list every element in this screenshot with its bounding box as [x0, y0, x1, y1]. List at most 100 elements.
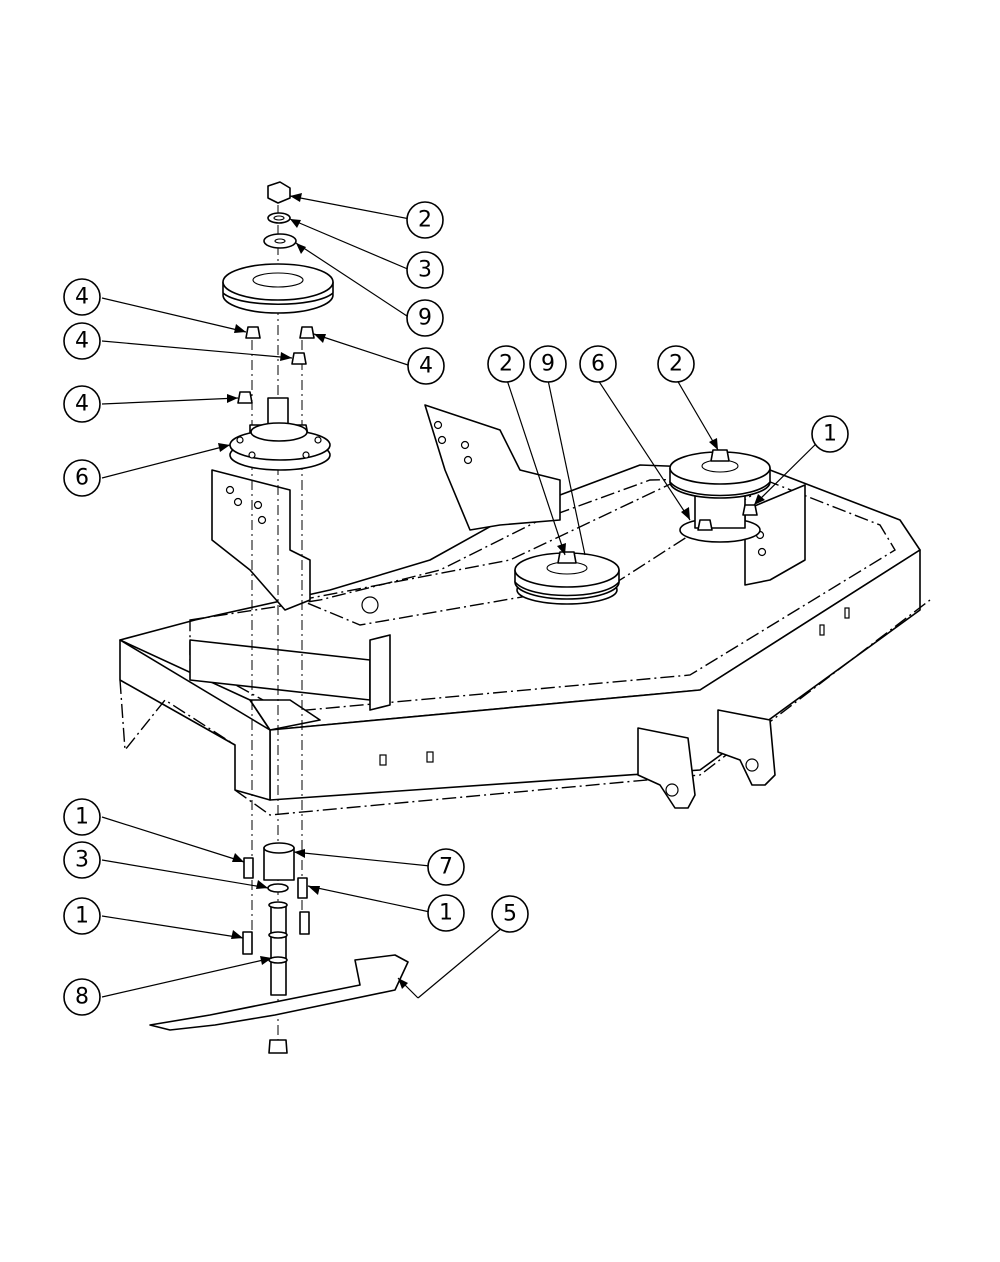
deck-slot: [379, 754, 387, 766]
flange-hole: [236, 436, 244, 444]
svg-text:4: 4: [419, 354, 433, 379]
flat-washer: [263, 233, 297, 249]
bracket-hole: [225, 485, 235, 495]
svg-text:6: 6: [75, 466, 89, 491]
callout-9-top: 9: [406, 299, 444, 337]
right-flange-nut: [742, 504, 758, 516]
leader-lines: [101, 193, 827, 999]
middle-spindle-nut: [557, 551, 577, 564]
svg-text:8: 8: [75, 985, 89, 1010]
svg-text:4: 4: [75, 329, 89, 354]
flange-nut: [291, 352, 307, 365]
left-spindle-assembly: [149, 181, 409, 1054]
callout-3-bottom: 3: [63, 841, 101, 879]
callout-6-left: 6: [63, 459, 101, 497]
svg-text:2: 2: [669, 352, 683, 377]
bracket-hole: [463, 455, 473, 465]
deck-center-rear-bracket: [424, 404, 561, 531]
callout-1-a: 1: [63, 798, 101, 836]
flat-washer-hole: [274, 238, 286, 244]
mower-blade: [149, 954, 409, 1031]
callout-9-mid: 9: [529, 345, 567, 383]
callout-5: 5: [491, 895, 529, 933]
svg-text:1: 1: [75, 805, 89, 830]
callout-2-right: 2: [657, 345, 695, 383]
callout-7: 7: [427, 848, 465, 886]
spindle-housing-top: [250, 422, 308, 442]
svg-text:2: 2: [499, 352, 513, 377]
flange-hole: [248, 451, 256, 459]
bracket-hole: [757, 547, 767, 557]
svg-text:6: 6: [591, 352, 605, 377]
svg-text:9: 9: [418, 306, 432, 331]
deck-slot: [426, 751, 434, 763]
deck-slot: [819, 624, 825, 636]
deck-lower-contour: [234, 599, 931, 816]
callout-1-b: 1: [427, 894, 465, 932]
middle-spindle-assembly: [514, 551, 620, 605]
bracket-hole: [460, 440, 470, 450]
right-flange-nut: [697, 519, 713, 531]
svg-text:4: 4: [75, 392, 89, 417]
lock-washer: [267, 212, 291, 224]
lock-washer-bottom: [267, 883, 289, 893]
flange-nut: [237, 391, 253, 404]
bracket-hole: [437, 435, 447, 445]
deck-center-baffle: [369, 634, 391, 711]
spindle-pulley-top: [222, 263, 334, 301]
carriage-bolt: [299, 911, 310, 935]
right-spindle-nut: [710, 449, 730, 462]
deck-right-mount-bracket: [744, 484, 806, 586]
flange-hole: [314, 436, 322, 444]
svg-text:4: 4: [75, 285, 89, 310]
callout-2-top: 2: [406, 201, 444, 239]
svg-text:2: 2: [418, 208, 432, 233]
blade-shaft: [270, 904, 287, 996]
deck-front-hanger-left: [637, 727, 696, 809]
callout-4-a: 4: [63, 278, 101, 316]
blade-shaft-ring: [268, 931, 288, 939]
bracket-hole: [433, 420, 443, 430]
svg-text:1: 1: [75, 904, 89, 929]
svg-text:1: 1: [439, 901, 453, 926]
svg-text:3: 3: [75, 848, 89, 873]
svg-text:1: 1: [823, 422, 837, 447]
right-spindle-assembly: [669, 449, 771, 543]
spindle-top-nut: [267, 181, 291, 204]
hanger-hole: [745, 758, 759, 772]
lock-washer-hole: [273, 215, 285, 221]
svg-text:7: 7: [439, 855, 453, 880]
callout-4-c: 4: [407, 347, 445, 385]
carriage-bolt: [297, 877, 308, 899]
bracket-hole: [253, 500, 263, 510]
deck-front-hanger-right: [717, 709, 776, 786]
flange-nut: [299, 326, 315, 339]
callout-8: 8: [63, 978, 101, 1016]
hanger-hole: [665, 783, 679, 797]
carriage-bolt: [242, 931, 253, 955]
blade-bolt-head: [268, 1039, 288, 1054]
mower-deck: [119, 404, 931, 816]
callout-4-d: 4: [63, 385, 101, 423]
bracket-hole: [233, 497, 243, 507]
deck-left-contour: [119, 679, 236, 752]
blade-shaft-top: [268, 901, 288, 909]
callout-4-b: 4: [63, 322, 101, 360]
deck-slot: [844, 607, 850, 619]
spindle-pulley-hub: [252, 272, 304, 288]
flange-hole: [302, 451, 310, 459]
bracket-hole: [257, 515, 267, 525]
flange-nut: [245, 326, 261, 339]
spindle-spacer-top: [263, 842, 295, 854]
carriage-bolt: [243, 857, 254, 879]
deck-center-hole: [361, 596, 379, 614]
callout-1-c: 1: [63, 897, 101, 935]
callout-3-top: 3: [406, 251, 444, 289]
svg-text:9: 9: [541, 352, 555, 377]
callout-1-right: 1: [811, 415, 849, 453]
callout-2-mid: 2: [487, 345, 525, 383]
svg-text:3: 3: [418, 258, 432, 283]
svg-text:5: 5: [503, 902, 517, 927]
callout-6-mid: 6: [579, 345, 617, 383]
